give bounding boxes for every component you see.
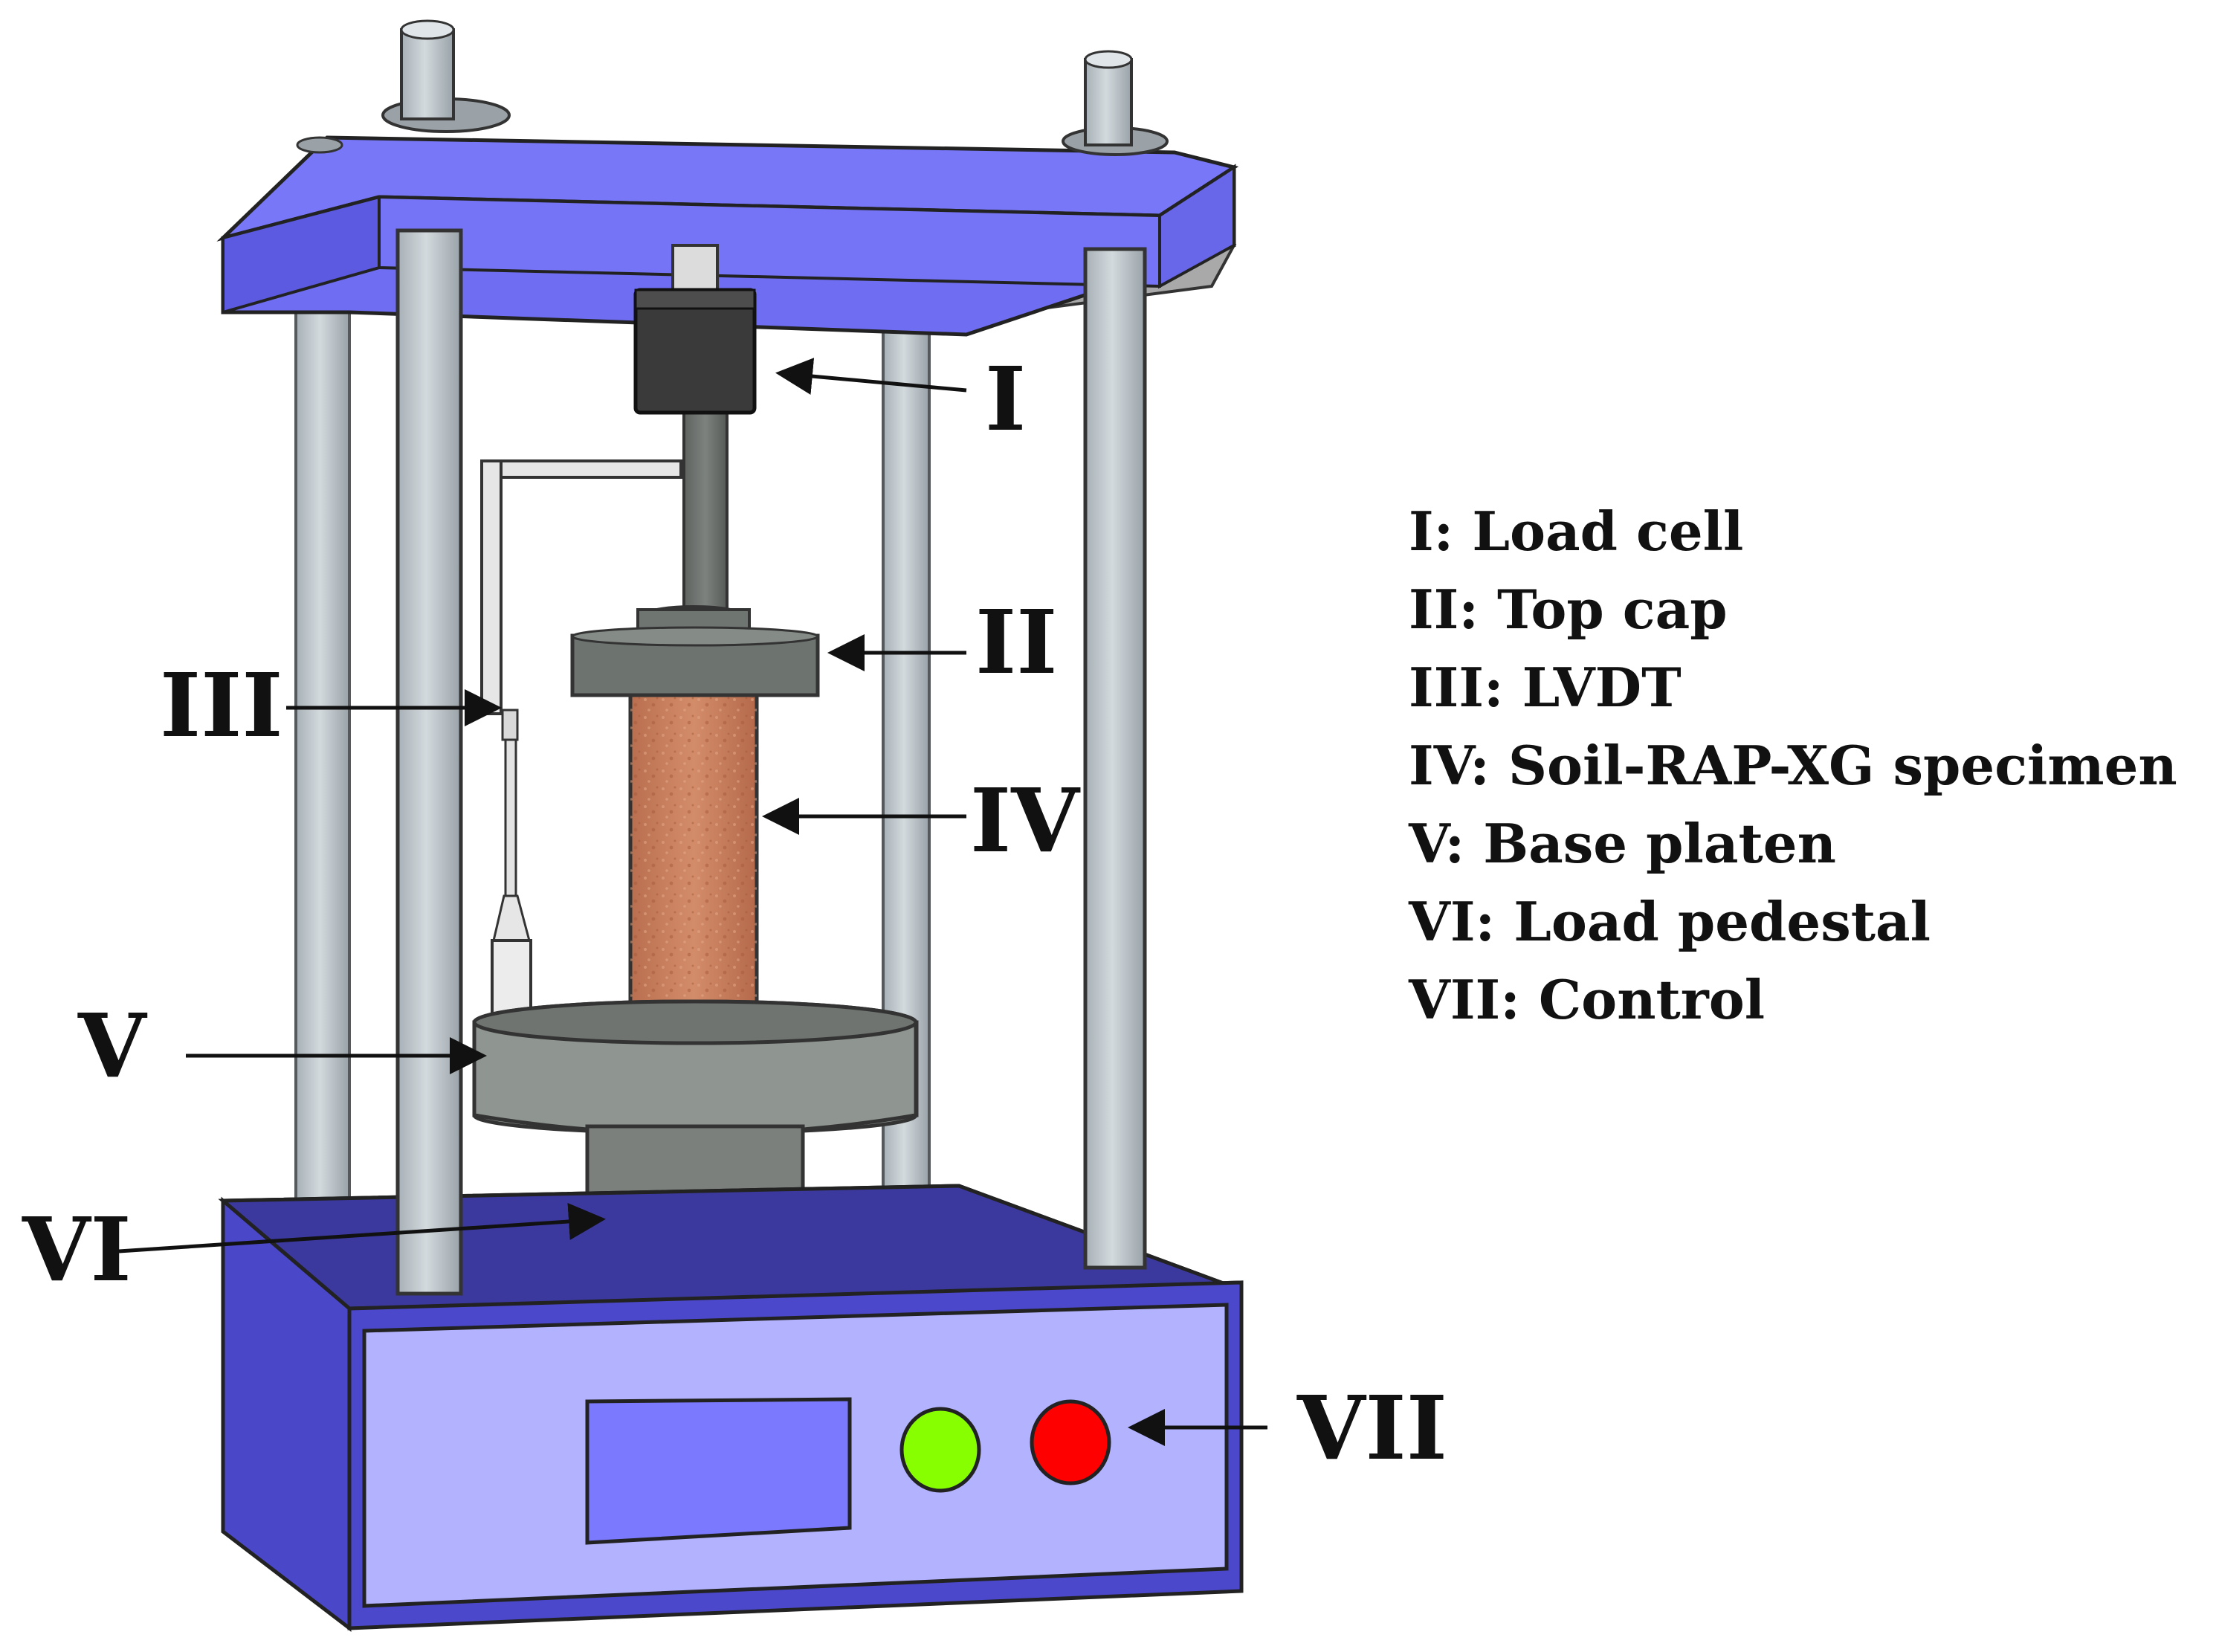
legend-item: VI: Load pedestal [1408,890,1931,953]
top-cap [570,605,820,697]
soil-rap-xg-specimen [628,693,759,1025]
callout-specimen: IV [970,769,1081,872]
legend-item: III: LVDT [1409,656,1682,719]
callout-load-cell: I [985,347,1026,451]
front-left-rod [395,228,463,1296]
legend-item: VII: Control [1408,968,1765,1031]
base-platen [472,999,919,1136]
callout-top-cap: II [975,590,1057,694]
legend-item: I: Load cell [1409,500,1743,563]
lvdt-sensor [480,459,682,1016]
callout-arrows [118,358,1267,1446]
arrow-load-cell [775,358,967,395]
legend-item: V: Base platen [1408,812,1836,875]
top-crosshead-plate [216,19,1239,337]
legend-item: II: Top cap [1409,578,1728,641]
back-left-rod [294,288,351,1206]
callout-labels: I II III IV V VI VII [22,347,1447,1480]
arrow-load-pedestal [118,1203,606,1253]
base-housing [218,1184,1244,1633]
callout-lvdt: III [160,654,283,757]
callout-control: VII [1296,1376,1447,1480]
stop-button-icon[interactable] [1030,1399,1111,1485]
front-rods [395,228,1147,1296]
display-screen [585,1397,852,1545]
legend-item: IV: Soil-RAP-XG specimen [1409,734,2177,797]
front-right-rod [1083,247,1147,1270]
callout-load-pedestal: VI [22,1198,132,1301]
start-button-icon[interactable] [899,1407,981,1493]
callout-base-platen: V [77,994,148,1097]
load-cell [633,288,757,415]
legend: I: Load cell II: Top cap III: LVDT IV: S… [1408,500,2177,1031]
